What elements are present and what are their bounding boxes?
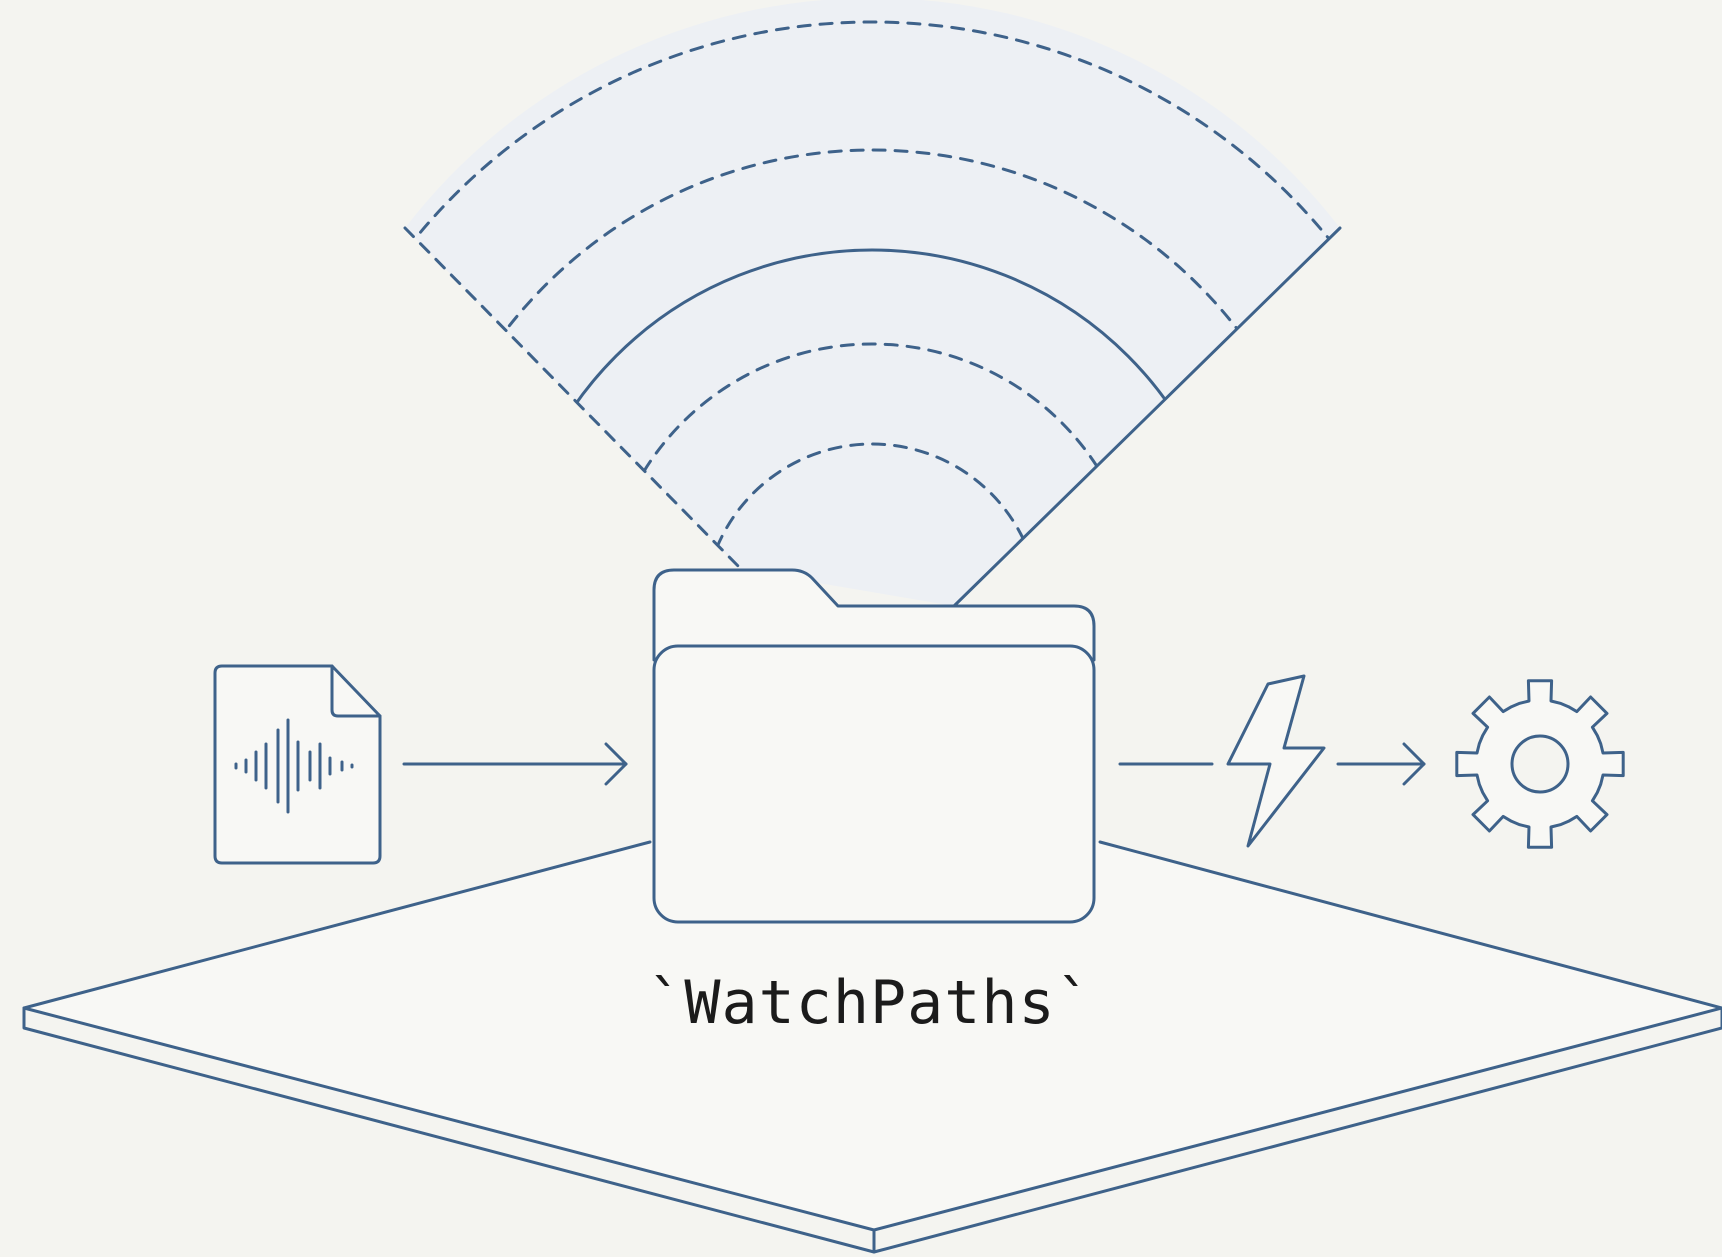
signal-cone [403, 0, 1342, 608]
gear-icon [1455, 679, 1625, 849]
folder-front [652, 644, 1096, 924]
arrow-file-to-folder [402, 742, 628, 786]
lightning-bolt-icon [1226, 674, 1326, 848]
arrow-bolt-to-gear [1336, 742, 1426, 786]
cone-arc-outer [405, 20, 1340, 607]
gear-hub [1510, 734, 1570, 794]
cone-arc-2 [408, 148, 1336, 607]
file-fold [330, 664, 382, 718]
waveform-icon [234, 718, 354, 814]
cone-left-edge [403, 226, 744, 572]
platform [22, 840, 1722, 1254]
watchpaths-label: `WatchPaths` [647, 968, 1093, 1038]
cone-arc-5 [702, 442, 1042, 607]
folder-back [652, 568, 1096, 662]
cone-fill [405, 0, 1340, 606]
audio-file-icon [213, 664, 382, 865]
cone-right-edge [952, 226, 1342, 608]
cone-arc-4 [602, 342, 1142, 607]
cone-arc-solid [508, 248, 1236, 607]
folder-icon [652, 568, 1096, 924]
